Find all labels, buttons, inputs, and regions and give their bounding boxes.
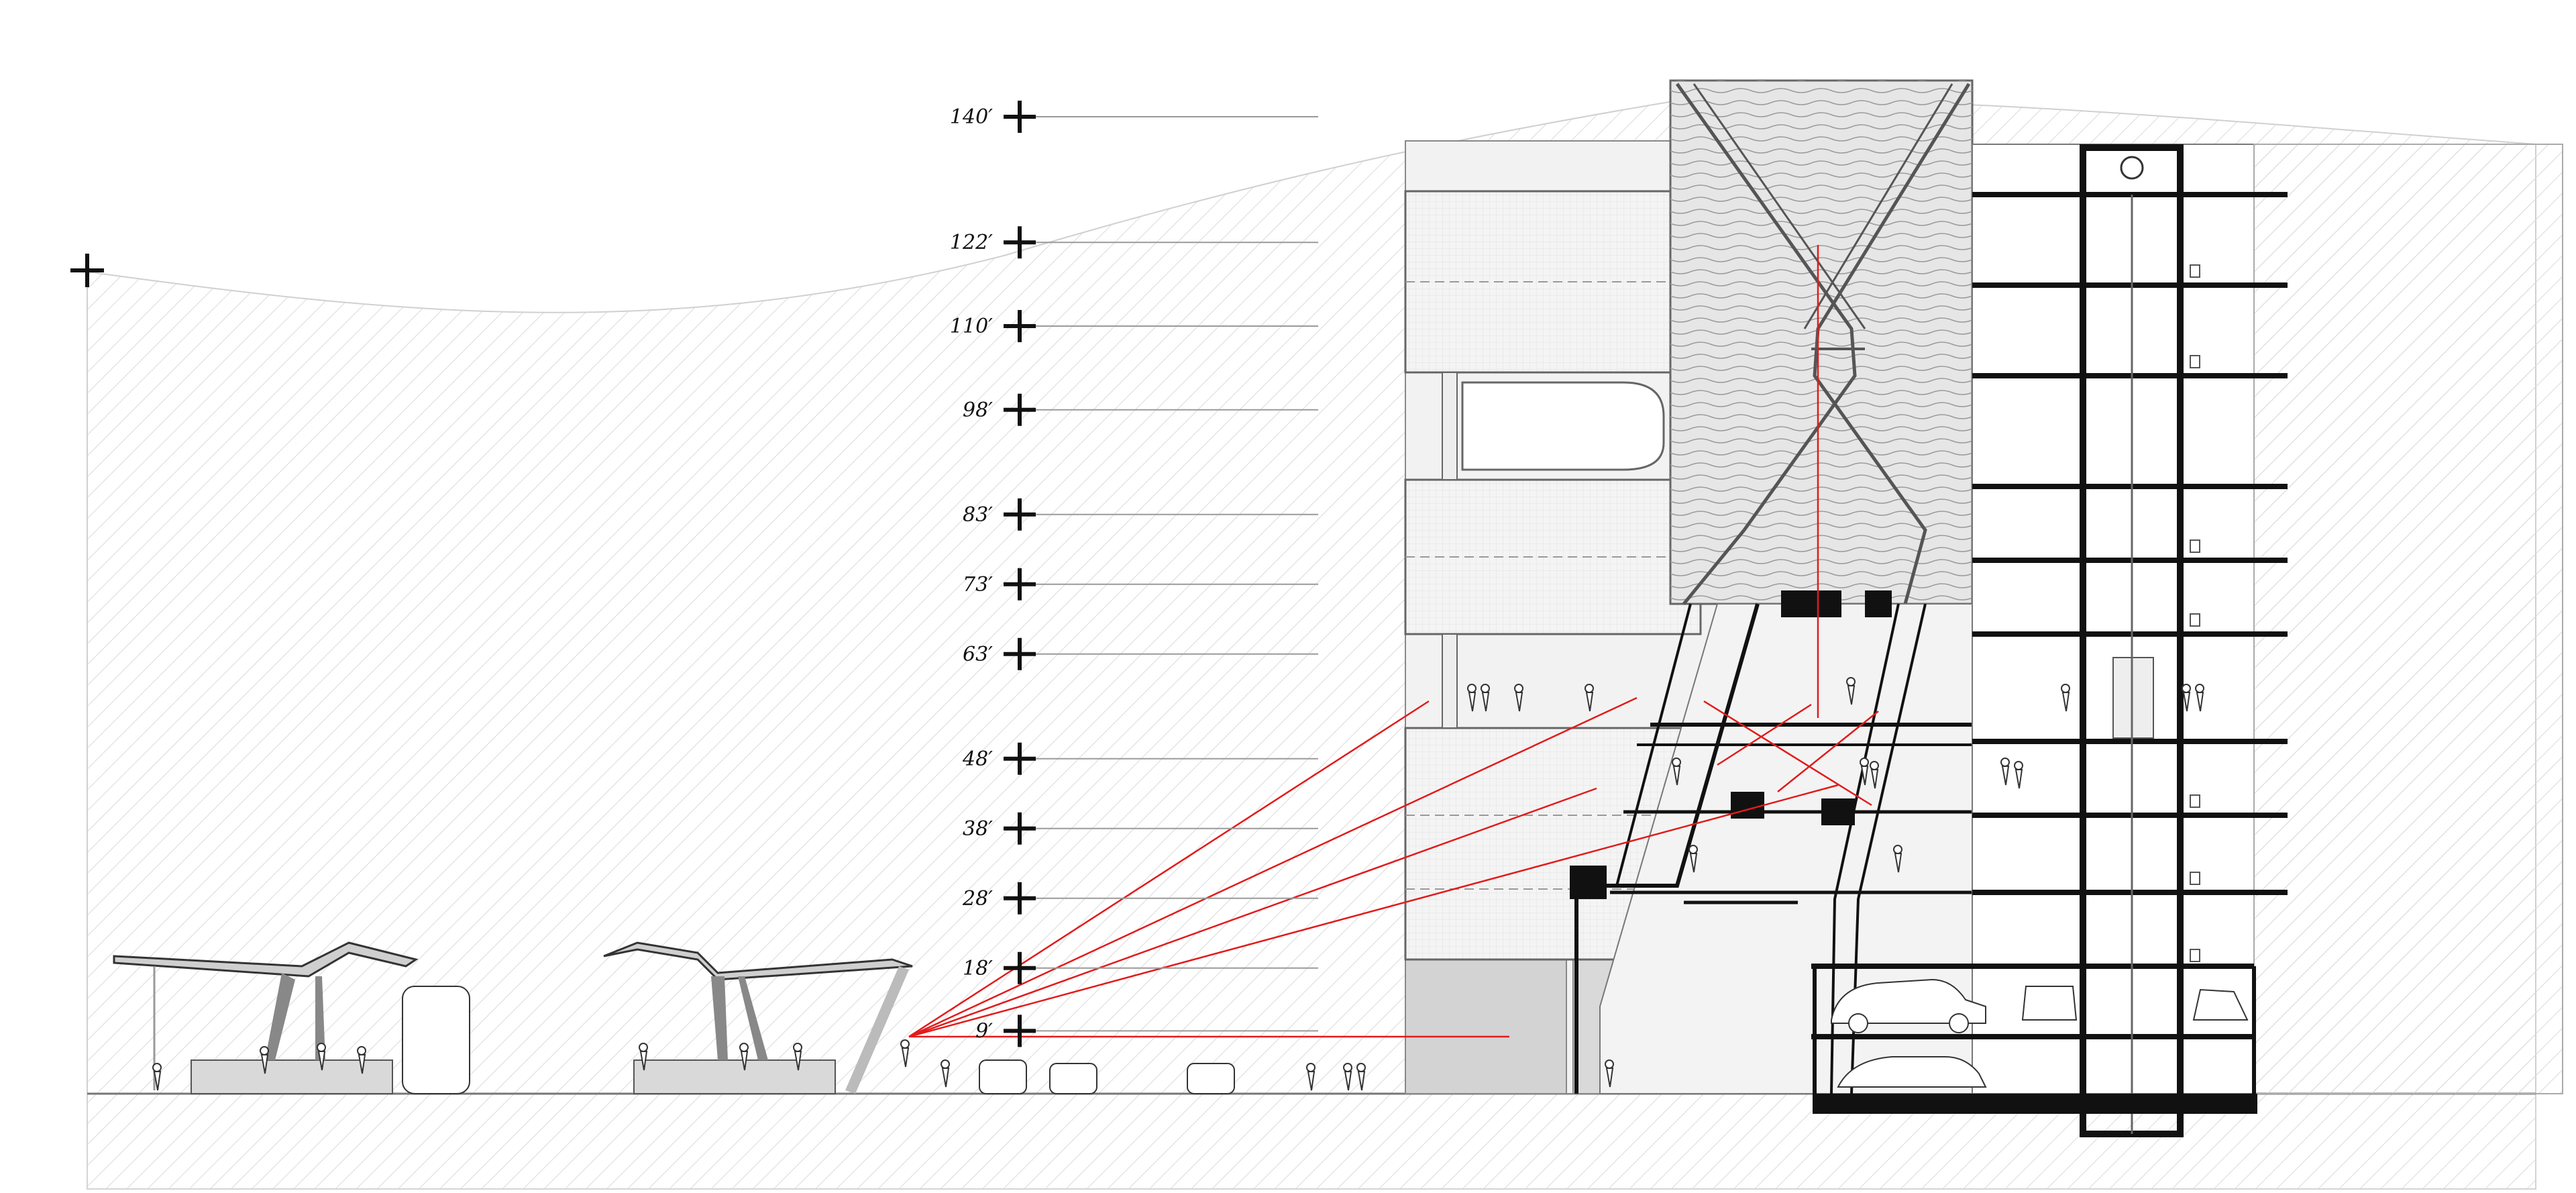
level-marker: 18′ bbox=[963, 951, 1318, 984]
atrium-interior bbox=[1570, 590, 1973, 1094]
level-label: 140′ bbox=[950, 105, 993, 129]
person-figure bbox=[1514, 684, 1524, 712]
right-block-section bbox=[1811, 144, 2563, 1137]
person-figure bbox=[357, 1046, 367, 1074]
person-figure bbox=[1870, 761, 1880, 789]
person-figure bbox=[2014, 761, 2024, 789]
person-figure bbox=[1672, 758, 1682, 786]
level-label: 9′ bbox=[975, 1019, 993, 1043]
level-label: 38′ bbox=[963, 817, 993, 841]
person-figure bbox=[1481, 684, 1491, 712]
person-figure bbox=[941, 1059, 951, 1088]
person-figure bbox=[1605, 1059, 1615, 1088]
sightlines bbox=[908, 245, 1879, 1038]
person-figure bbox=[1893, 845, 1903, 873]
level-marker: 48′ bbox=[962, 742, 1318, 775]
level-marker: 83′ bbox=[963, 498, 1318, 531]
person-figure bbox=[1356, 1063, 1366, 1091]
level-marker: 140′ bbox=[950, 101, 1318, 133]
level-label: 63′ bbox=[963, 643, 993, 666]
level-label: 110′ bbox=[950, 315, 993, 338]
person-figure bbox=[639, 1043, 649, 1071]
person-figure bbox=[2182, 684, 2192, 712]
person-figure bbox=[1688, 845, 1699, 873]
level-label: 48′ bbox=[962, 747, 993, 771]
person-figure bbox=[152, 1063, 162, 1091]
datum-cross bbox=[70, 254, 104, 287]
pavilion-left bbox=[113, 941, 470, 1094]
level-label: 73′ bbox=[963, 573, 993, 596]
person-figure bbox=[1846, 677, 1856, 705]
level-marker: 38′ bbox=[963, 812, 1318, 845]
person-figure bbox=[1585, 684, 1595, 712]
level-marker: 122′ bbox=[950, 226, 1318, 259]
person-figure bbox=[2000, 758, 2010, 786]
person-figure bbox=[260, 1046, 270, 1074]
person-figure bbox=[317, 1043, 327, 1071]
level-marker: 98′ bbox=[963, 393, 1318, 426]
level-label: 122′ bbox=[950, 231, 993, 254]
person-figure bbox=[1343, 1063, 1353, 1091]
level-marker: 73′ bbox=[963, 568, 1318, 601]
level-marker: 110′ bbox=[950, 310, 1318, 342]
level-marker: 63′ bbox=[963, 637, 1318, 670]
person-figure bbox=[2195, 684, 2205, 712]
level-label: 98′ bbox=[963, 399, 993, 422]
level-markers: 140′ 122′ 110′ 98′ 83′ 73′ 63′ 48′ 38′ 28′ 18′ 9′ bbox=[950, 101, 1318, 1047]
person-figure bbox=[900, 1039, 910, 1068]
person-figure bbox=[793, 1043, 803, 1071]
level-label: 83′ bbox=[963, 503, 993, 527]
level-marker: 9′ bbox=[975, 1015, 1318, 1047]
street-figures bbox=[152, 677, 2205, 1094]
person-figure bbox=[1860, 758, 1870, 786]
person-figure bbox=[1467, 684, 1477, 712]
person-figure bbox=[2061, 684, 2071, 712]
pavilion-right bbox=[603, 941, 913, 1094]
person-figure bbox=[739, 1043, 749, 1071]
level-label: 18′ bbox=[963, 957, 993, 980]
level-label: 28′ bbox=[962, 887, 993, 911]
person-figure bbox=[1306, 1063, 1316, 1091]
level-marker: 28′ bbox=[962, 882, 1318, 915]
atrium-core bbox=[1669, 79, 1974, 605]
